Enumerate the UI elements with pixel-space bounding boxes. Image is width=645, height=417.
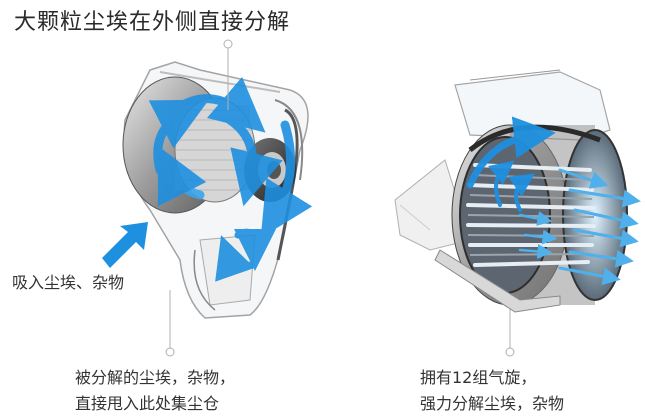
page-title: 大颗粒尘埃在外侧直接分解: [14, 10, 291, 35]
dust-bin-caption-line1: 被分解的尘埃，杂物，: [75, 368, 236, 387]
intake-label: 吸入尘埃、杂物: [12, 273, 125, 292]
dust-bin-caption-line2: 直接甩入此处集尘仓: [75, 394, 220, 413]
dust-bin-illustration: [102, 61, 313, 319]
cyclone-caption-line1: 拥有12组气旋，: [420, 368, 537, 387]
cyclone-module-illustration: [394, 69, 641, 313]
cyclone-caption: 拥有12组气旋， 强力分解尘埃，杂物: [420, 365, 564, 417]
dust-bin-caption: 被分解的尘埃，杂物， 直接甩入此处集尘仓: [75, 365, 235, 417]
cyclone-caption-line2: 强力分解尘埃，杂物: [420, 394, 565, 413]
